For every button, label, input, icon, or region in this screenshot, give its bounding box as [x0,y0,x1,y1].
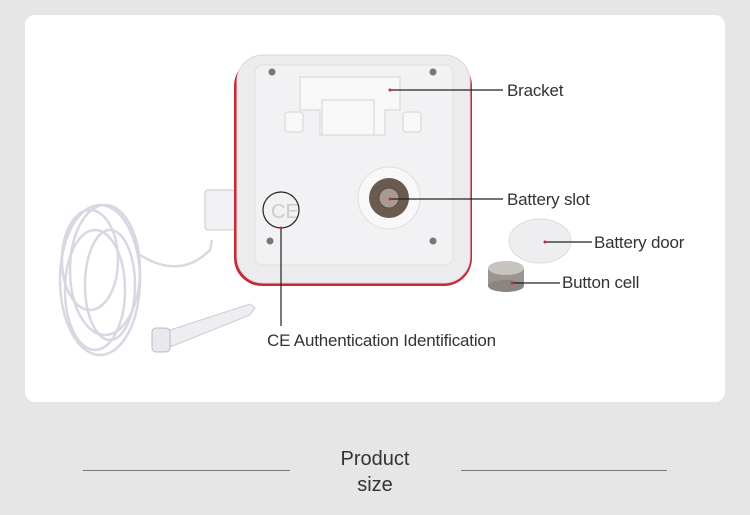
cable-connector [204,189,236,231]
label-bracket: Bracket [507,81,564,100]
button-cell [488,261,524,292]
label-battery-door: Battery door [594,233,685,252]
title-line-1: Product [340,448,410,470]
screws [266,68,437,245]
ce-mark: CE [271,201,299,223]
label-ce: CE Authentication Identification [267,331,496,350]
leader-lines [280,89,592,326]
label-button-cell: Button cell [562,273,640,292]
leader-dots [279,88,547,285]
title-line-2: size [357,474,393,496]
sensor-cable [58,203,214,357]
divider-left [83,470,290,471]
label-battery-slot: Battery slot [507,190,590,209]
divider-right [461,470,667,471]
section-title: Product size [300,446,450,498]
water-probe [151,303,256,353]
bracket [284,76,422,136]
battery-door [508,218,572,264]
